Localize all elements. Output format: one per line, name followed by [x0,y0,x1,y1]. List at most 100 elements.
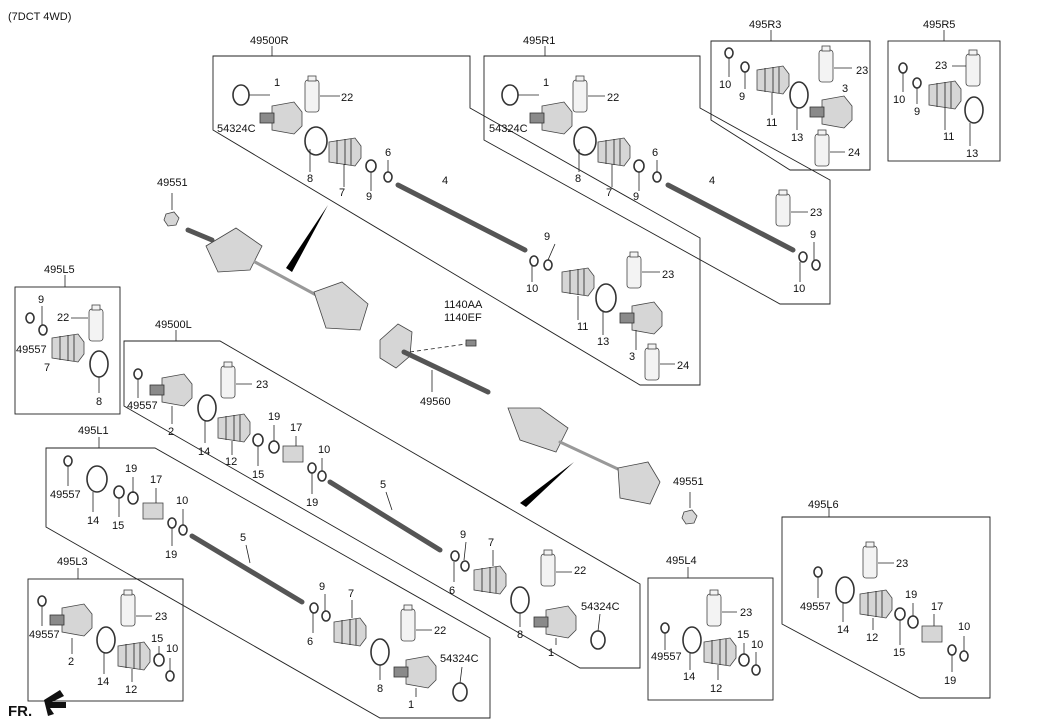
part-label: 49557 [16,344,47,356]
boot-part [597,137,631,167]
shaft-part [401,349,491,395]
tube-part [400,604,416,642]
ring-part [86,465,108,493]
ring-part [304,126,328,156]
damper-part [282,445,304,463]
boot-part [473,565,507,595]
part-label: 3 [842,83,848,95]
part-label: 49551 [673,476,704,488]
tube-part [304,75,320,113]
ring-part [127,491,139,505]
part-label: 22 [57,312,69,324]
front-direction-indicator: FR. [8,690,66,720]
ring-part [898,62,908,74]
tube-part [814,129,830,167]
ring-part [907,615,919,629]
part-label: 7 [348,588,354,600]
part-label: 49560 [420,396,451,408]
shaft-part [253,260,320,298]
ring-part [460,560,470,572]
part-label: 15 [893,647,905,659]
part-label: 10 [526,283,538,295]
ring-part [798,251,808,263]
boot-part [328,137,362,167]
group-495L3-frame [27,578,184,702]
part-label: 7 [339,187,345,199]
ring-part [383,171,393,183]
outer-joint-part [533,605,577,639]
ring-part [153,653,165,667]
part-label: 2 [168,426,174,438]
group-495L5-label: 495L5 [44,264,75,276]
inner-joint-part [809,95,853,129]
part-label: 8 [307,173,313,185]
part-label: 9 [739,91,745,103]
boot-part [859,589,893,619]
ring-part [452,682,468,702]
tube-part [540,549,556,587]
part-label: 9 [319,581,325,593]
ring-part [25,312,35,324]
boot-part [703,637,737,667]
ring-part [309,602,319,614]
part-label: 1140AA [444,299,483,311]
part-label: 14 [683,671,695,683]
ring-part [365,159,377,173]
ring-part [652,171,662,183]
nut-part [163,211,180,227]
ring-part [529,255,539,267]
part-label: 10 [166,643,178,655]
group-49500R: 49500R 1 54324C 22 8 7 9 6 4 9 10 11 13 … [212,35,701,386]
ring-part [510,586,530,614]
ring-part [738,653,750,667]
part-label: 10 [893,94,905,106]
group-495L3: 495L3 49557 2 23 14 12 15 10 [27,556,184,702]
part-label: 8 [96,396,102,408]
front-arrow-icon [44,690,66,716]
part-label: 8 [377,683,383,695]
part-label: 11 [766,117,777,129]
part-label: 14 [87,515,99,527]
part-label: 22 [574,565,586,577]
part-label: 14 [198,446,210,458]
group-495L3-label: 495L3 [57,556,88,568]
ring-part [37,595,47,607]
part-label: 23 [810,207,822,219]
part-label: 13 [966,148,978,160]
part-label: 6 [307,636,313,648]
group-495R3: 495R3 10 9 11 13 3 23 24 [710,19,871,171]
ring-part [501,84,519,106]
bolt-part [465,339,477,347]
group-495L5: 495L5 9 22 49557 7 8 [14,264,121,415]
outer-joint-part [259,101,303,135]
left-driveshaft-assembly: 49551 [507,407,704,525]
part-label: 13 [791,132,803,144]
part-label: 49557 [127,400,158,412]
part-label: 1 [274,77,280,89]
part-label: 9 [544,231,550,243]
ring-part [321,610,331,622]
ring-part [789,81,809,109]
part-label: 7 [606,187,612,199]
part-label: 23 [935,60,947,72]
boot-part [928,80,962,110]
variant-title: (7DCT 4WD) [8,11,71,23]
part-label: 4 [442,175,448,187]
group-495L6-label: 495L6 [808,499,839,511]
part-label: 10 [176,495,188,507]
center-bearing-assembly: 1140AA 1140EF 49560 [379,299,491,408]
tube-part [88,304,104,342]
part-label: 49551 [157,177,188,189]
part-label: 8 [575,173,581,185]
group-495L4-label: 495L4 [666,555,697,567]
group-495L6-frame [781,516,991,699]
part-label: 6 [652,147,658,159]
shaft-part [558,440,622,472]
part-label: 9 [38,294,44,306]
part-label: 15 [112,520,124,532]
part-label: 19 [268,411,280,423]
part-label: 1 [548,647,554,659]
ring-part [543,259,553,271]
tube-part [818,45,834,83]
tube-part [862,541,878,579]
